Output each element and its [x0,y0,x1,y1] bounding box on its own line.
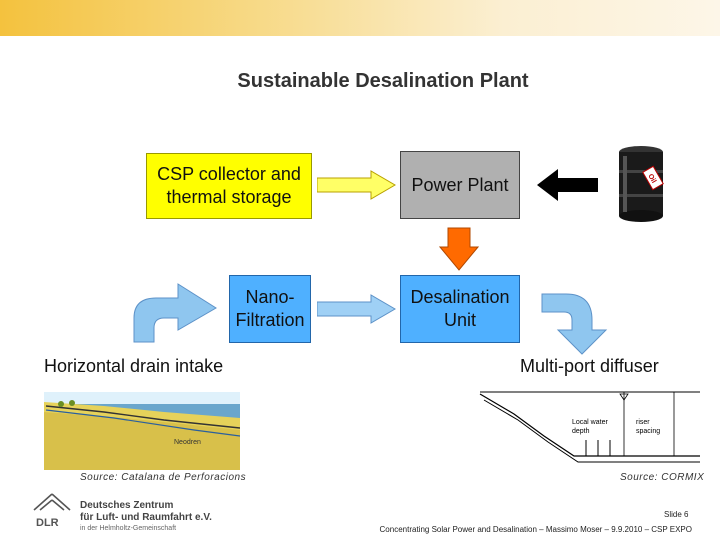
nanofiltration-box: Nano- Filtration [229,275,311,343]
diffuser-illustration: Local water depth riser spacing [474,380,704,472]
logo-line3: in der Helmholtz-Gemeinschaft [80,525,177,532]
orange-arrow-icon [439,227,479,271]
riser-spacing-label: riser [636,419,650,426]
water-depth-label: Local water [572,419,608,426]
power-plant-box: Power Plant [400,151,520,219]
barrel-label: Oil [646,173,657,185]
oil-barrel-icon: Oil [619,146,664,222]
drain-intake-illustration: Neodren [44,392,240,470]
diffuser-label: Multi-port diffuser [520,356,659,376]
desalination-unit-box: Desalination Unit [400,275,520,343]
curved-arrow-left-icon [133,283,217,343]
header-bar [0,0,720,36]
yellow-arrow-icon [317,170,396,200]
dlr-abbr: DLR [36,517,59,529]
slide-title: Sustainable Desalination Plant [237,70,529,92]
logo-line1: Deutsches Zentrum [80,500,174,511]
blue-arrow-icon [317,294,396,324]
svg-text:spacing: spacing [636,428,660,435]
source-right: Source: CORMIX [620,472,705,483]
dlr-logo-icon: DLR [33,493,71,529]
neodren-label: Neodren [174,439,201,446]
black-arrow-icon [537,169,598,201]
csp-box: CSP collector and thermal storage [146,153,312,219]
footer-caption: Concentrating Solar Power and Desalinati… [379,525,692,534]
curved-arrow-right-icon [541,293,608,355]
slide-number: Slide 6 [664,510,689,519]
svg-text:depth: depth [572,428,590,435]
logo-line2: für Luft- und Raumfahrt e.V. [80,512,212,523]
intake-label: Horizontal drain intake [44,356,224,376]
source-left: Source: Catalana de Perforacions [80,472,247,483]
